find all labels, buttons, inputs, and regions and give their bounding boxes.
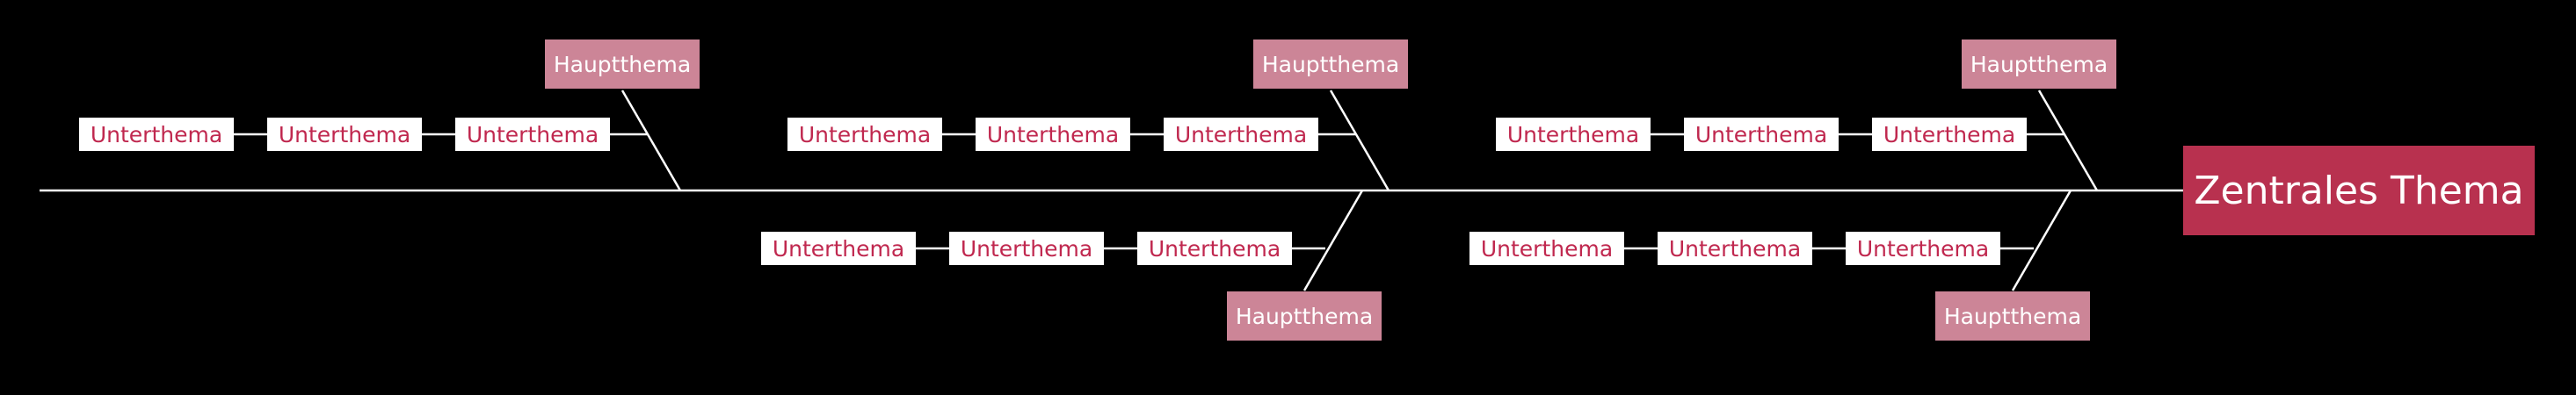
subtopic-label: Unterthema — [466, 121, 599, 147]
subtopic-label: Unterthema — [1668, 235, 1802, 262]
subtopic-4-1: Unterthema — [761, 232, 916, 265]
branch-1-rib — [620, 90, 682, 191]
branch-5-rib — [2011, 190, 2072, 291]
subtopic-label: Unterthema — [1480, 235, 1614, 262]
subtopic-2-3: Unterthema — [1164, 118, 1318, 151]
main-topic-label: Hauptthema — [1943, 303, 2082, 329]
central-topic: Zentrales Thema — [2183, 146, 2535, 235]
main-topic-5: Hauptthema — [1935, 291, 2090, 341]
subtopic-label: Unterthema — [986, 121, 1120, 147]
subtopic-5-1: Unterthema — [1469, 232, 1624, 265]
main-topic-label: Hauptthema — [1261, 51, 1400, 77]
main-topic-label: Hauptthema — [553, 51, 692, 77]
main-topic-2: Hauptthema — [1253, 40, 1408, 89]
main-topic-label: Hauptthema — [1235, 303, 1374, 329]
subtopic-2-1: Unterthema — [787, 118, 942, 151]
subtopic-label: Unterthema — [1883, 121, 2016, 147]
subtopic-4-2: Unterthema — [949, 232, 1104, 265]
main-topic-4: Hauptthema — [1227, 291, 1382, 341]
branch-3-rib — [2037, 90, 2099, 191]
subtopic-label: Unterthema — [1694, 121, 1828, 147]
main-topic-label: Hauptthema — [1970, 51, 2108, 77]
subtopic-5-3: Unterthema — [1846, 232, 2000, 265]
subtopic-5-2: Unterthema — [1658, 232, 1812, 265]
subtopic-3-1: Unterthema — [1496, 118, 1651, 151]
main-topic-1: Hauptthema — [545, 40, 700, 89]
subtopic-label: Unterthema — [772, 235, 905, 262]
subtopic-1-2: Unterthema — [267, 118, 422, 151]
branch-4-rib — [1303, 190, 1364, 291]
subtopic-label: Unterthema — [278, 121, 411, 147]
subtopic-label: Unterthema — [1856, 235, 1990, 262]
subtopic-label: Unterthema — [1148, 235, 1281, 262]
subtopic-label: Unterthema — [798, 121, 932, 147]
subtopic-label: Unterthema — [960, 235, 1093, 262]
subtopic-3-2: Unterthema — [1684, 118, 1839, 151]
subtopic-1-3: Unterthema — [455, 118, 610, 151]
subtopic-label: Unterthema — [90, 121, 223, 147]
central-topic-label: Zentrales Thema — [2194, 168, 2524, 213]
subtopic-4-3: Unterthema — [1137, 232, 1292, 265]
subtopic-2-2: Unterthema — [976, 118, 1130, 151]
branch-2-rib — [1329, 90, 1390, 191]
subtopic-label: Unterthema — [1506, 121, 1640, 147]
main-topic-3: Hauptthema — [1962, 40, 2116, 89]
subtopic-3-3: Unterthema — [1872, 118, 2027, 151]
subtopic-1-1: Unterthema — [79, 118, 234, 151]
subtopic-label: Unterthema — [1174, 121, 1308, 147]
